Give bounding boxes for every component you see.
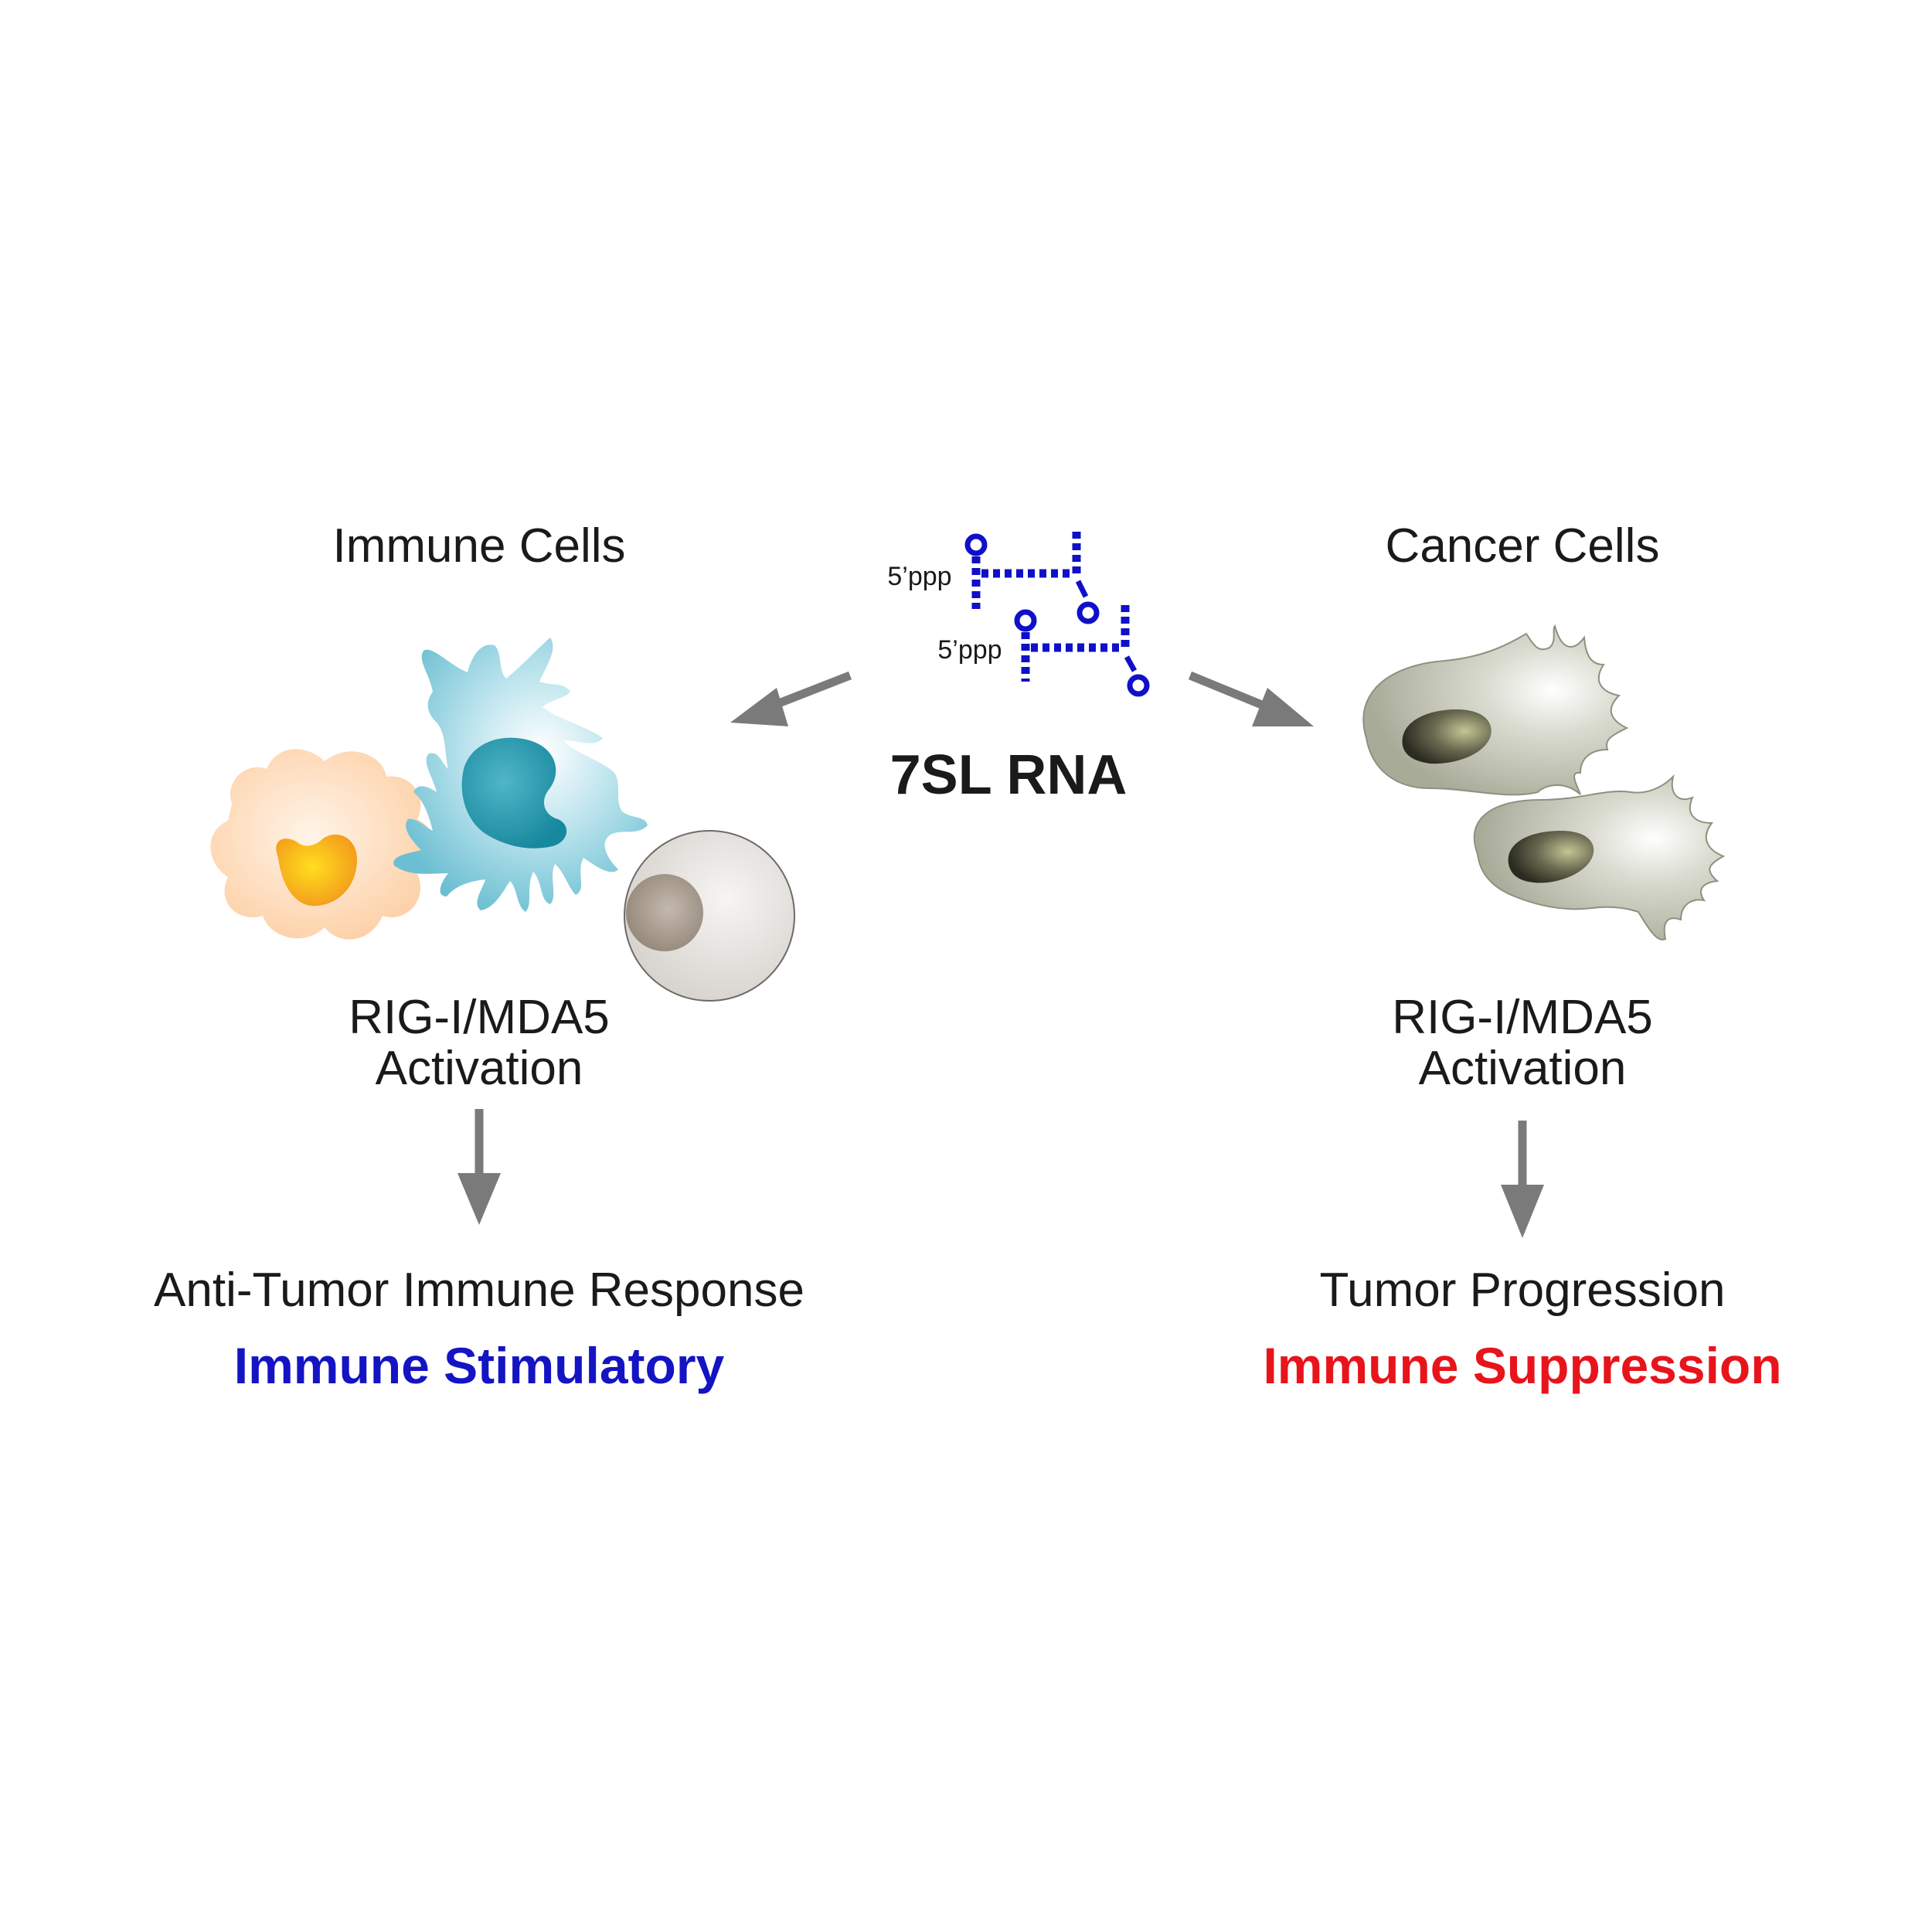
immune-suppression-label: Immune Suppression [1263, 1337, 1781, 1394]
cancer-cell-icon [1362, 624, 1629, 796]
rna-strand [1075, 580, 1089, 598]
immune-stimulatory-label: Immune Stimulatory [234, 1337, 725, 1394]
immune-cells-heading: Immune Cells [333, 519, 626, 573]
rna-cap-label: 5’ppp [887, 562, 951, 591]
rna-title: 7SL RNA [890, 744, 1128, 806]
immune-outcome-label: Anti-Tumor Immune Response [154, 1264, 804, 1317]
cancer-outcome-label: Tumor Progression [1320, 1264, 1726, 1317]
cancer-cells-heading: Cancer Cells [1386, 519, 1660, 573]
immune-pathway-label: RIG-I/MDA5 [349, 991, 610, 1044]
immune-pathway-label: Activation [376, 1042, 583, 1095]
cancer-pathway-label: RIG-I/MDA5 [1392, 991, 1653, 1044]
rna-loop-icon [964, 533, 988, 556]
arrow-cancer-to-outcome [1501, 1121, 1544, 1238]
rna-molecule-2 [1014, 605, 1150, 697]
rna-loop-icon [1127, 674, 1150, 697]
arrow-immune-to-outcome [457, 1109, 501, 1225]
dendritic-cell-icon [393, 638, 648, 912]
rna-loop-icon [1077, 601, 1100, 624]
rna-cap-label: 5’ppp [937, 635, 1002, 665]
macrophage-cell-icon [210, 749, 435, 940]
rna-strand [1124, 655, 1138, 672]
rna-molecule-1 [964, 532, 1100, 624]
cancer-cell-icon [1473, 774, 1726, 940]
arrow-to-immune-cells [730, 671, 852, 726]
lymphocyte-cell-icon [624, 830, 795, 1002]
rna-loop-icon [1014, 609, 1037, 632]
cancer-pathway-label: Activation [1419, 1042, 1627, 1095]
arrow-to-cancer-cells [1188, 671, 1314, 726]
